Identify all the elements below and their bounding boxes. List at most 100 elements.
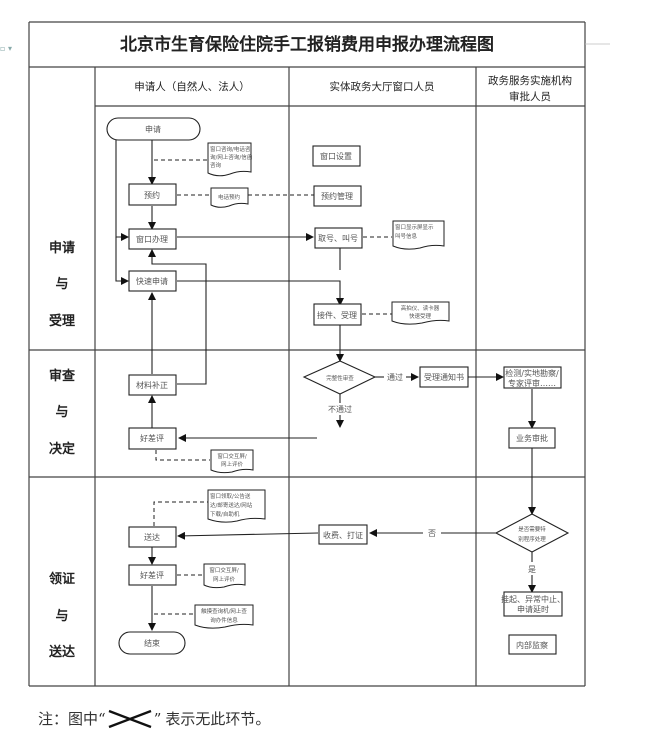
node-internal-audit-label: 内部监察 xyxy=(516,640,548,650)
node-accept-notice-label: 受理通知书 xyxy=(424,372,464,382)
node-business-approval-label: 业务审批 xyxy=(516,433,548,443)
footer-note: 注：图中 “ ” 表示无此环节。 xyxy=(38,708,270,729)
node-inspection-label-1: 检测/实地勘察/ xyxy=(505,368,559,378)
phase-label: 决定 xyxy=(49,441,75,457)
node-window-setup xyxy=(312,145,361,167)
node-supplement-material xyxy=(128,374,177,396)
note-rating-screen-2 xyxy=(203,563,246,589)
node-rating-2 xyxy=(128,564,177,586)
edge-label-pass: 通过 xyxy=(387,372,403,382)
node-reserve-manage-label: 预约管理 xyxy=(321,191,353,201)
node-reserve-manage xyxy=(313,185,362,207)
phase-label: 送达 xyxy=(48,644,75,660)
node-window-handle xyxy=(128,228,177,250)
node-fee-certificate xyxy=(318,524,368,545)
node-inspection-label-2: 专家评审…… xyxy=(508,378,556,388)
note-rating-screen-2-line: 网上评价 xyxy=(213,575,236,583)
node-quick-apply-label: 快速申请 xyxy=(136,276,168,286)
note-query-line: 触摸查询机/网上查 xyxy=(201,607,247,615)
phase-label: 受理 xyxy=(49,313,75,329)
note-consult xyxy=(207,142,252,177)
phase-review-decide: 审查 与 决定 xyxy=(49,368,76,457)
node-rating xyxy=(128,427,177,450)
note-links xyxy=(153,159,392,615)
node-rating-2-label: 好差评 xyxy=(140,570,164,580)
note-shapes xyxy=(194,142,450,629)
connectors xyxy=(115,140,536,631)
note-rating-screen-1-line: 网上评价 xyxy=(221,460,244,468)
node-deliver-label: 送达 xyxy=(144,532,160,542)
phase-label: 与 xyxy=(55,277,68,292)
node-window-setup-label: 窗口设置 xyxy=(320,151,352,161)
column-header-approver-line1: 政务服务实施机构 xyxy=(488,74,572,87)
phase-apply-accept: 申请 与 受理 xyxy=(49,240,75,329)
node-take-number-label: 取号、叫号 xyxy=(318,233,358,243)
note-rating-screen-2-line: 窗口交互屏/ xyxy=(209,566,239,574)
phase-label: 申请 xyxy=(49,240,75,256)
node-rating-label: 好差评 xyxy=(140,433,164,443)
node-suspend xyxy=(503,591,563,617)
node-business-approval xyxy=(508,427,556,449)
node-integrity-check-label: 完整性审查 xyxy=(326,374,354,382)
cross-icon xyxy=(108,709,152,728)
node-apply xyxy=(106,117,201,141)
note-phone-reserve-line: 电话预约 xyxy=(218,193,241,201)
node-take-number xyxy=(314,227,363,249)
footer-prefix: 注：图中 xyxy=(38,710,99,728)
document-margin-icon: ▫ ▾ xyxy=(0,44,12,53)
node-accept-label: 接件、受理 xyxy=(317,310,357,320)
column-header-approver-line2: 审批人员 xyxy=(509,90,551,103)
page-title: 北京市生育保险住院手工报销费用申报办理流程图 xyxy=(120,34,494,55)
edge-label-fail: 不通过 xyxy=(328,404,352,414)
node-accept-notice xyxy=(419,366,469,388)
node-special-procedure-label-2: 别程序处理 xyxy=(518,535,546,543)
node-quick-apply xyxy=(128,270,177,292)
node-suspend-label-2: 申请延时 xyxy=(517,604,549,614)
note-screen-call-line: 叫号信息 xyxy=(395,232,418,240)
note-consult-line: 窗口咨询/电话咨 xyxy=(210,145,251,153)
phase-label: 与 xyxy=(55,609,68,624)
node-reserve-label: 预约 xyxy=(144,190,160,200)
node-end xyxy=(118,631,186,655)
note-delivery-methods-line: 下载/自助机 xyxy=(210,510,240,518)
phase-label: 与 xyxy=(55,405,68,420)
edge-label-no: 否 xyxy=(428,529,436,538)
note-delivery-methods-line: 达/邮寄送达/网站 xyxy=(210,501,253,509)
note-rating-screen-1 xyxy=(210,449,254,474)
phase-certificate-delivery: 领证 与 送达 xyxy=(48,571,75,660)
note-delivery-methods xyxy=(207,489,266,523)
node-internal-audit xyxy=(508,634,557,655)
node-accept xyxy=(313,303,362,326)
note-delivery-methods-line: 窗口领取/公告送 xyxy=(210,492,251,500)
note-consult-line: 询/网上咨询/信函 xyxy=(210,153,253,161)
note-query-line: 询办件信息 xyxy=(210,616,238,624)
footer-open-quote: “ xyxy=(98,709,106,728)
footer-suffix: 表示无此环节。 xyxy=(165,710,271,728)
phase-label: 审查 xyxy=(49,368,76,384)
node-special-procedure-label-1: 是否需要特 xyxy=(518,525,546,533)
footer-close-quote: ” xyxy=(153,709,162,728)
edge-labels: 通过 不通过 否 是 xyxy=(328,372,536,574)
node-integrity-check xyxy=(302,360,377,395)
note-screen-call-line: 窗口显示屏显示 xyxy=(395,223,434,231)
grid-frame xyxy=(28,21,610,687)
column-header-window-staff: 实体政务大厅窗口人员 xyxy=(330,80,435,93)
edge-label-yes: 是 xyxy=(528,565,536,574)
column-header-applicant: 申请人（自然人、法人） xyxy=(134,80,250,93)
node-suspend-label-1: 挂起、异常中止、 xyxy=(501,594,565,604)
node-fee-certificate-label: 收费、打证 xyxy=(323,530,363,540)
note-rating-screen-1-line: 窗口交互屏/ xyxy=(217,452,247,460)
node-inspection xyxy=(503,366,562,389)
node-window-handle-label: 窗口办理 xyxy=(136,234,168,244)
node-end-label: 结束 xyxy=(144,638,160,648)
nodes xyxy=(106,117,570,655)
node-supplement-material-label: 材料补正 xyxy=(136,380,168,390)
node-labels: 申请 预约 窗口办理 快速申请 材料补正 好差评 窗口设置 预约管理 取号、叫号… xyxy=(136,124,565,650)
note-consult-line: 咨询 xyxy=(210,161,222,169)
node-special-procedure xyxy=(494,513,570,553)
node-deliver xyxy=(128,526,177,548)
note-fast-accept-line: 快速受理 xyxy=(409,312,432,320)
phase-label: 领证 xyxy=(49,571,75,587)
note-labels: 窗口咨询/电话咨 询/网上咨询/信函 咨询 电话预约 窗口显示屏显示 叫号信息 … xyxy=(201,145,440,624)
